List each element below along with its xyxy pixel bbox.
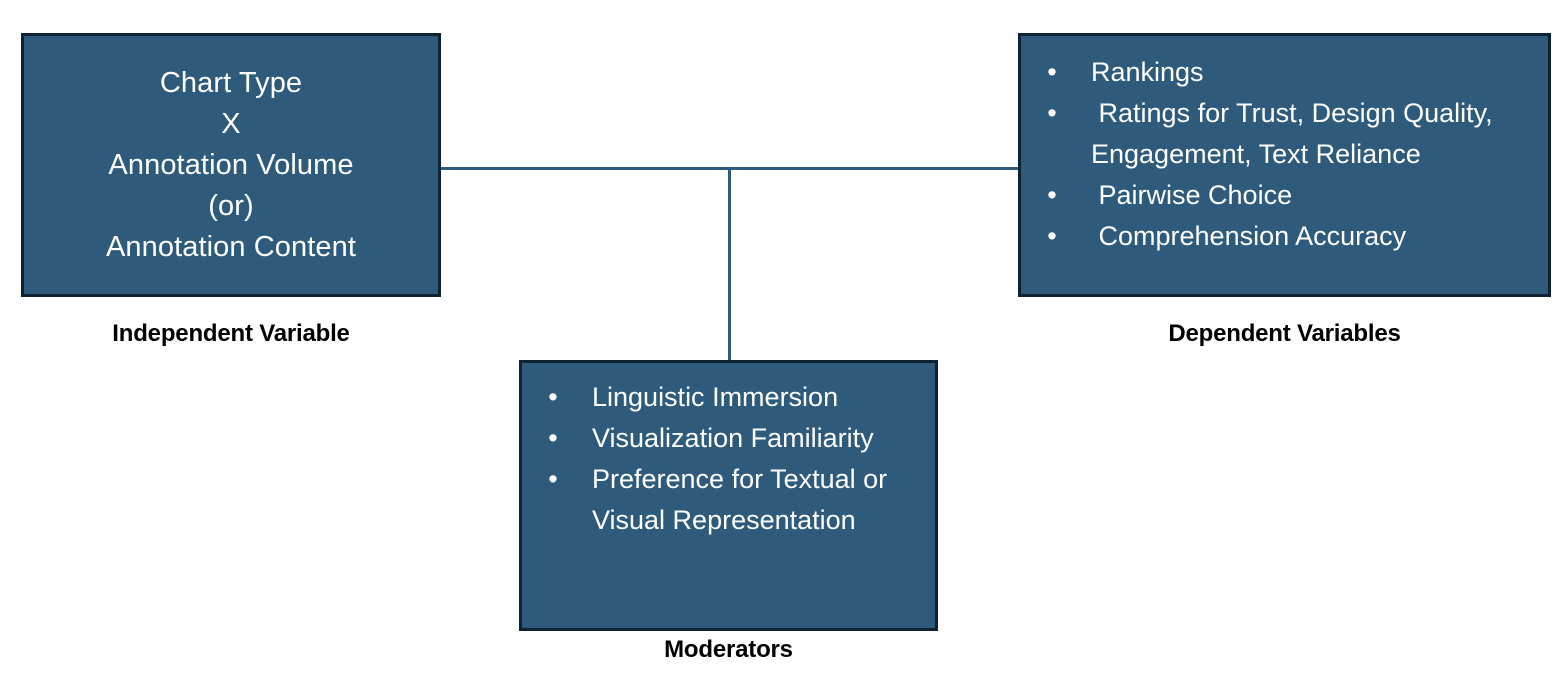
- list-item-label: Comprehension Accuracy: [1091, 221, 1407, 251]
- list-item: • Rankings: [1031, 52, 1538, 93]
- list-item: • Comprehension Accuracy: [1031, 216, 1538, 257]
- list-item: • Visualization Familiarity: [532, 418, 925, 459]
- list-item-label: Preference for Textual or Visual Represe…: [592, 464, 895, 535]
- iv-line-annotation-content: Annotation Content: [105, 230, 357, 263]
- list-item-label: Linguistic Immersion: [592, 382, 839, 412]
- list-item-label: Visualization Familiarity: [592, 423, 874, 453]
- dependent-variables-caption: Dependent Variables: [1168, 320, 1401, 347]
- bullet-icon: •: [1047, 98, 1057, 128]
- independent-variable-box: Chart Type X Annotation Volume (or) Anno…: [21, 33, 441, 297]
- connector-vertical: [728, 167, 731, 363]
- bullet-icon: •: [1047, 221, 1057, 251]
- moderators-caption: Moderators: [664, 636, 793, 663]
- list-item: • Preference for Textual or Visual Repres…: [532, 459, 925, 541]
- dependent-variables-list: • Rankings • Ratings for Trust, Design Qu…: [1031, 52, 1538, 257]
- list-item: • Linguistic Immersion: [532, 377, 925, 418]
- dependent-variables-box: • Rankings • Ratings for Trust, Design Qu…: [1018, 33, 1551, 297]
- moderators-list: • Linguistic Immersion • Visualization Fam…: [532, 377, 925, 541]
- bullet-icon: •: [548, 423, 558, 453]
- list-item: • Ratings for Trust, Design Quality, Eng…: [1031, 93, 1538, 175]
- list-item: • Pairwise Choice: [1031, 175, 1538, 216]
- independent-variable-text: Chart Type X Annotation Volume (or) Anno…: [24, 63, 438, 268]
- iv-line-or: (or): [208, 189, 254, 222]
- list-item-label: Rankings: [1091, 57, 1204, 87]
- bullet-icon: •: [548, 464, 558, 494]
- iv-line-annotation-volume: Annotation Volume: [108, 148, 354, 181]
- independent-variable-caption: Independent Variable: [112, 320, 350, 347]
- iv-line-x: X: [221, 107, 241, 140]
- iv-line-chart-type: Chart Type: [159, 66, 303, 99]
- bullet-icon: •: [548, 382, 558, 412]
- list-item-label: Ratings for Trust, Design Quality, Engag…: [1091, 98, 1501, 169]
- list-item-label: Pairwise Choice: [1091, 180, 1293, 210]
- bullet-icon: •: [1047, 57, 1057, 87]
- moderators-box: • Linguistic Immersion • Visualization Fam…: [519, 360, 938, 631]
- bullet-icon: •: [1047, 180, 1057, 210]
